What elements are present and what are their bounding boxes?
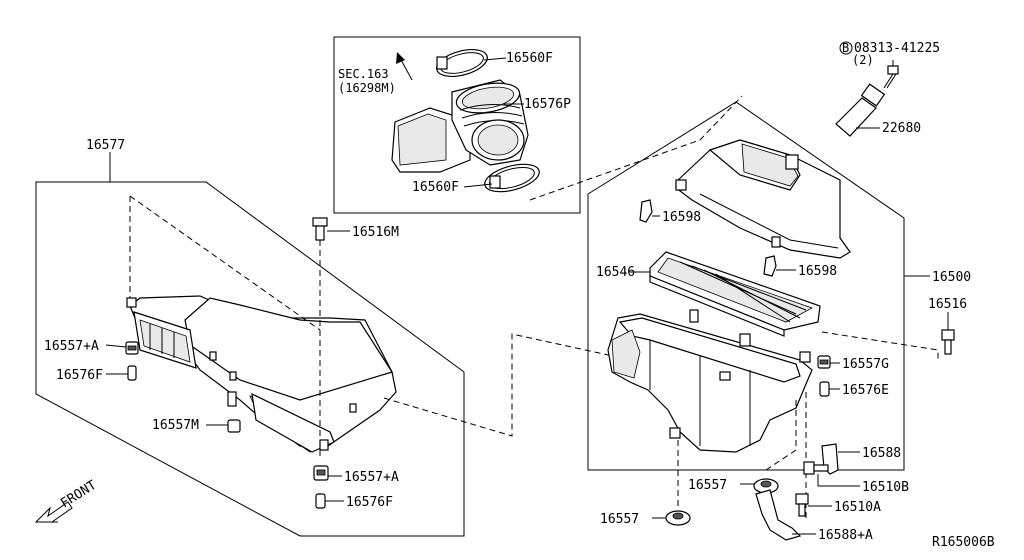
- sec-arrow-icon: [396, 52, 413, 81]
- label-16560F-bot: 16560F: [412, 180, 459, 195]
- filter-16546-part: [649, 251, 821, 337]
- label-sec-sub: (16298M): [338, 81, 396, 95]
- label-22680: 22680: [882, 121, 921, 136]
- label-16510B: 16510B: [862, 480, 909, 495]
- label-16557G: 16557G: [842, 357, 889, 372]
- label-16576F-bot: 16576F: [346, 495, 393, 510]
- bolt-16510A-part: [795, 493, 809, 517]
- front-arrow-icon: [34, 501, 73, 523]
- sensor-22680-part: [835, 83, 886, 137]
- resonator-leader: [383, 333, 623, 437]
- label-16557-mid: 16557: [688, 478, 727, 493]
- grommet-16557G-part: [817, 355, 831, 369]
- label-16588A: 16588+A: [818, 528, 873, 543]
- label-front: FRONT: [58, 478, 99, 512]
- bolt-16510B-part: [803, 461, 829, 475]
- inset-leader: [529, 95, 743, 201]
- label-16577: 16577: [86, 138, 125, 153]
- pin-16576F-bot-part: [315, 493, 326, 509]
- label-16598-top: 16598: [662, 210, 701, 225]
- label-16576P: 16576P: [524, 97, 571, 112]
- grommet-16557A-bot-part: [313, 465, 329, 481]
- label-16500: 16500: [932, 270, 971, 285]
- duct-hose-part: [391, 79, 529, 173]
- clip-16598-bot-part: [763, 255, 777, 277]
- left-group-frame: [35, 181, 465, 537]
- label-bolt-prefix: B: [842, 41, 849, 55]
- label-16560F-top: 16560F: [506, 51, 553, 66]
- grommet-16557-mid-part: [753, 478, 779, 494]
- label-16557M: 16557M: [152, 418, 199, 433]
- upper-cover-part: [675, 139, 851, 259]
- label-16516: 16516: [928, 297, 967, 312]
- label-16557A-bot: 16557+A: [344, 470, 399, 485]
- label-16557A-top: 16557+A: [44, 339, 99, 354]
- bolt-code-circle-icon: [839, 41, 853, 55]
- label-16576F-top: 16576F: [56, 368, 103, 383]
- grommet-16557A-top-part: [125, 341, 139, 355]
- bracket-16588A-part: [755, 489, 802, 541]
- right-group-frame: [587, 101, 905, 471]
- bolt-16516M-part: [312, 217, 328, 241]
- label-16576E: 16576E: [842, 383, 889, 398]
- label-16588: 16588: [862, 446, 901, 461]
- diagram-reference: R165006B: [932, 535, 995, 550]
- grommet-16557M-part: [227, 419, 241, 433]
- lower-housing-part: [607, 309, 813, 453]
- upper-clamp-part: [436, 48, 488, 78]
- pin-16576F-top-part: [127, 365, 137, 381]
- label-16557-bot: 16557: [600, 512, 639, 527]
- label-16598-bot: 16598: [798, 264, 837, 279]
- bolt-16516-part: [941, 329, 955, 355]
- label-sec-163: SEC.163: [338, 67, 389, 81]
- clip-16598-top-part: [639, 199, 653, 223]
- resonator-duct-part: [126, 295, 397, 453]
- label-16510A: 16510A: [834, 500, 881, 515]
- bolt-08313-part: [883, 65, 899, 89]
- inset-frame: [333, 36, 581, 214]
- grommet-16557-bot-part: [665, 510, 691, 526]
- pin-16576E-part: [819, 381, 830, 397]
- label-bolt-qty: (2): [852, 53, 874, 67]
- label-bolt-code: 08313-41225: [854, 41, 940, 56]
- label-16546: 16546: [596, 265, 635, 280]
- label-16516M: 16516M: [352, 225, 399, 240]
